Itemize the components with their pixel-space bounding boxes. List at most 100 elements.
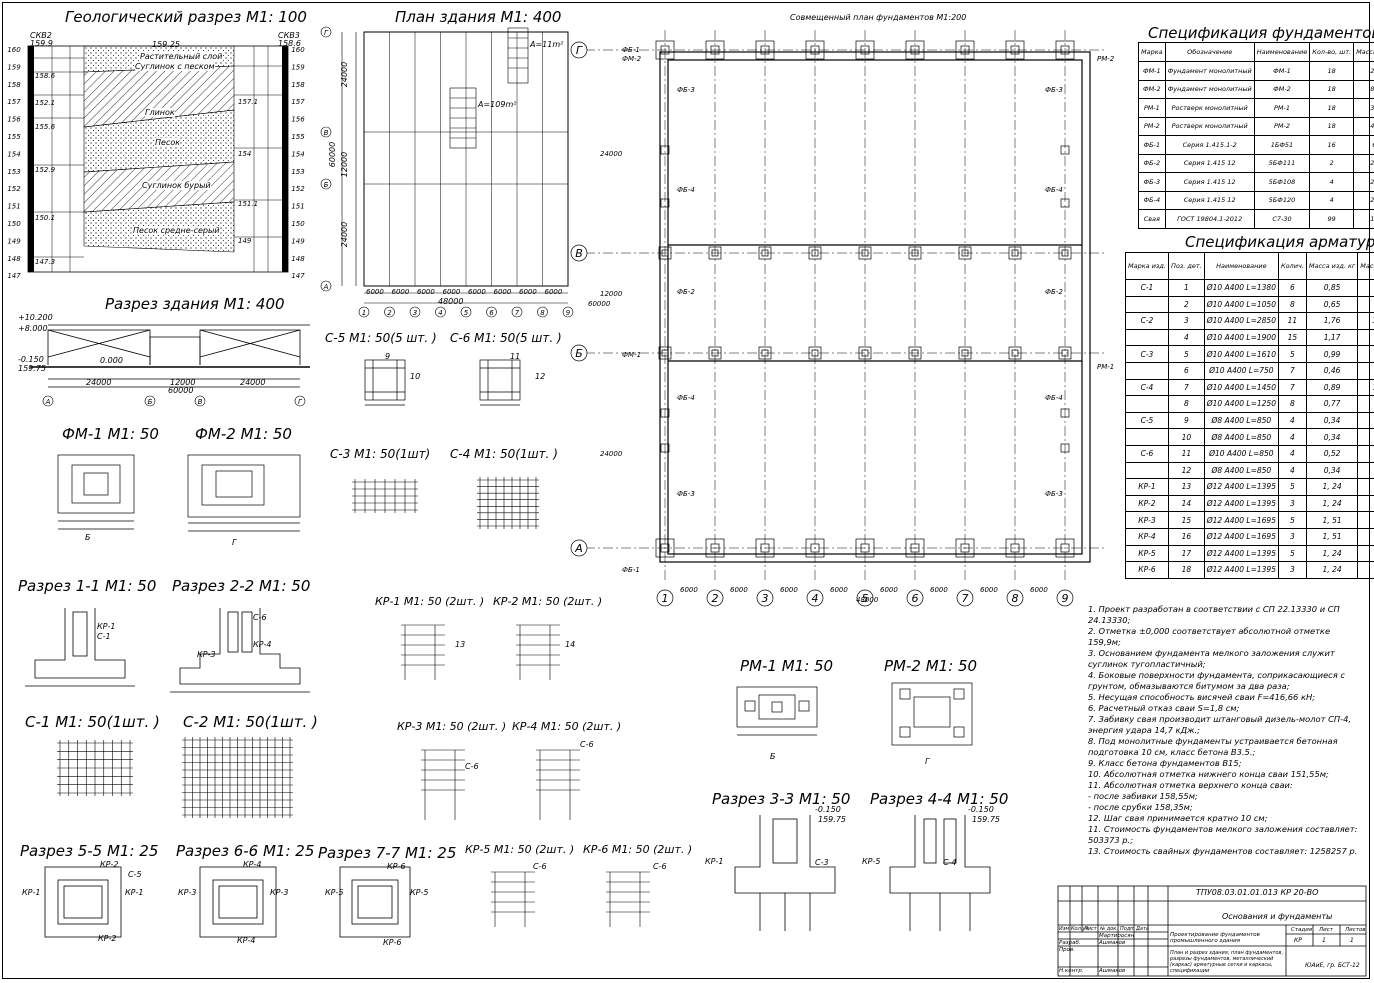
spec-cell: 11 — [1277, 312, 1307, 330]
spec-cell: РМ-2 — [1253, 116, 1311, 136]
section-1-1-mark: С-1 — [97, 632, 111, 641]
fp-foundation — [905, 538, 925, 558]
geo-elevation: 160 — [291, 46, 305, 54]
spec-cell: 7 — [1277, 361, 1307, 380]
fp-column — [910, 45, 920, 55]
fp-column — [960, 45, 970, 55]
spec-cell: 3 — [1277, 494, 1307, 513]
spec-cell: 3108 — [1353, 98, 1374, 118]
spec-cell: 36, 91 — [1357, 312, 1374, 330]
c5-pos: 10 — [410, 372, 421, 381]
plan-span: 6000 — [468, 288, 486, 296]
spec-cell: 1600 — [1353, 209, 1374, 229]
fp-column — [760, 543, 770, 553]
fp-foundation — [758, 246, 772, 260]
section-3-3-mark: 159.75 — [818, 815, 846, 824]
spec-cell: С7-30 — [1253, 209, 1311, 229]
spec-cell: Масса изд. кг — [1305, 252, 1359, 280]
spec-cell: ФБ-1 — [1138, 135, 1166, 155]
spec-cell: Серия 1.415 12 — [1164, 190, 1255, 210]
geo-layer-label: Растительный слой — [140, 52, 223, 61]
plan-vdim: 12000 — [340, 151, 350, 178]
axis-letter: В — [575, 247, 583, 260]
geo-section-drawing: 1601591581571561551541531521511501491481… — [7, 45, 305, 280]
kr6-drawing — [606, 871, 650, 927]
section-1-1-drawing — [25, 608, 135, 687]
axis-bubble — [435, 306, 446, 318]
stamp-role: Пров. — [1059, 947, 1075, 953]
fp-column — [660, 543, 670, 553]
spec-cell: Фундамент монолитный — [1164, 79, 1255, 99]
geo-elevation: 156 — [291, 116, 305, 124]
spec-cell: Серия 1.415.1-2 — [1164, 135, 1255, 155]
spec-cell: Кол-во, шт. — [1309, 42, 1355, 62]
fp-column — [811, 349, 819, 357]
rm2-axis: Г — [925, 757, 930, 766]
fp-column — [1010, 543, 1020, 553]
fp-foundation — [805, 40, 825, 60]
c4-drawing — [477, 477, 539, 529]
s66-mark: КР-3 — [270, 888, 289, 897]
spec-cell — [1125, 461, 1169, 480]
note-line: 7. Забивку свая производит штанговый диз… — [1088, 714, 1352, 735]
stamp-role: Н.контр. — [1059, 968, 1084, 974]
fp-wind-column — [660, 198, 670, 208]
spec-cell: Ростверк монолитный — [1164, 98, 1255, 118]
axis-number: 8 — [1012, 592, 1019, 605]
section-5-5-title: Разрез 5-5 М1: 25 — [20, 842, 159, 860]
kr6-pos: С-6 — [653, 862, 667, 871]
spec-cell — [1357, 328, 1374, 347]
geo-elevation: 157 — [291, 98, 305, 106]
section-1-1-title: Разрез 1-1 М1: 50 — [18, 577, 157, 595]
axis-letter: А — [323, 283, 329, 291]
section-span: 24000 — [240, 378, 266, 387]
axis-number: 9 — [1062, 592, 1069, 605]
axis-bubble — [570, 539, 588, 557]
fp-column — [860, 543, 870, 553]
geo-layer-label: Песок — [155, 138, 181, 147]
spec-cell: 2 — [1167, 295, 1205, 314]
fp-foundation — [755, 538, 775, 558]
stamp-sheet: 1 — [1322, 937, 1326, 944]
axis-number: 1 — [362, 309, 366, 317]
spec-cell: 3, 72 — [1357, 561, 1374, 579]
spec-cell: 2, 72 — [1357, 411, 1374, 430]
spec-cell: 0,46 — [1305, 361, 1359, 380]
geo-right-depth: 154 — [238, 150, 252, 158]
kr6-title: КР-6 М1: 50 (2шт. ) — [583, 843, 693, 856]
geo-right-depth: 157.1 — [238, 98, 259, 106]
axis-bubble — [1056, 589, 1074, 607]
kr4-pos: С-6 — [580, 740, 594, 749]
fp-foundation — [708, 346, 722, 360]
s55-mark: С-5 — [128, 870, 142, 879]
axis-number: 2 — [712, 592, 719, 605]
fp-column — [761, 249, 769, 257]
spec-cell: РМ-2 — [1138, 116, 1166, 136]
geo-elevation: 159 — [7, 63, 21, 71]
axis-letter: Б — [148, 398, 153, 406]
spec-cell: 1, 24 — [1305, 494, 1359, 513]
fp-foundation — [808, 246, 822, 260]
note-line: 11. Стоимость фундаментов мелкого заложе… — [1088, 824, 1358, 845]
fp-mark: ФБ-4 — [1045, 186, 1063, 194]
section-1-1-mark: КР-1 — [97, 622, 116, 631]
section-4-4-c: С-4 — [943, 858, 957, 867]
fp-span: 6000 — [930, 586, 948, 594]
spec-cell: 5БФ111 — [1253, 153, 1311, 173]
fp-foundation — [1055, 538, 1075, 558]
fm1-axis: Б — [85, 533, 91, 542]
section-span: 12000 — [170, 378, 196, 387]
s55-mark: КР-1 — [125, 888, 144, 897]
fp-mark: ФБ-4 — [1045, 394, 1063, 402]
axis-bubble — [409, 306, 421, 318]
kr5-pos: С-6 — [533, 862, 547, 871]
fp-wind-column — [1060, 408, 1070, 418]
